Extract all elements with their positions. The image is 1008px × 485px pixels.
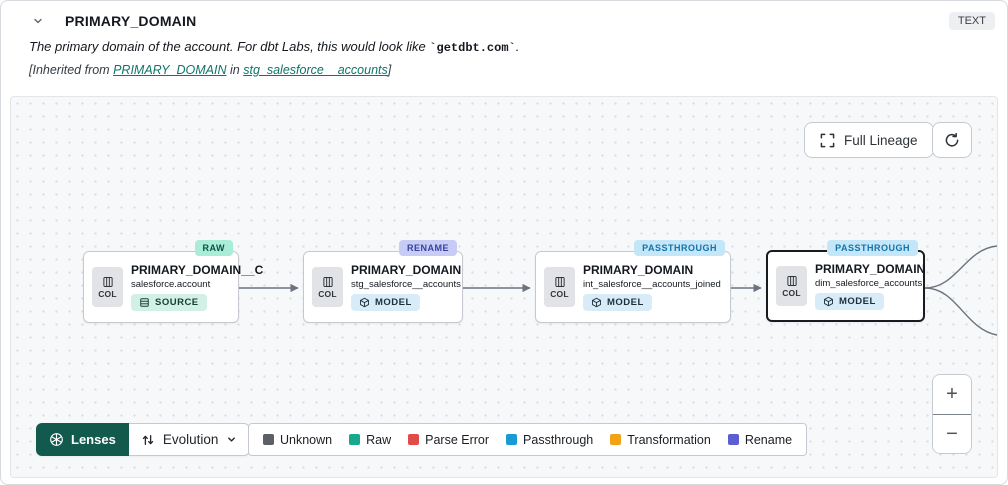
chevron-down-icon (226, 434, 237, 445)
lineage-canvas[interactable]: Full Lineage RAW COL PRIMARY_DOMAIN__C s… (10, 96, 998, 478)
legend-item-passthrough: Passthrough (506, 433, 593, 447)
inherited-column-link[interactable]: PRIMARY_DOMAIN (113, 63, 227, 77)
column-type-box: COL (544, 267, 575, 307)
inherited-from-line: [Inherited from PRIMARY_DOMAIN in stg_sa… (29, 63, 392, 77)
inherited-model-link[interactable]: stg_salesforce__accounts (243, 63, 388, 77)
evolution-badge: RENAME (398, 240, 457, 256)
lineage-node-dim-selected[interactable]: PASSTHROUGH COL PRIMARY_DOMAIN dim_sales… (766, 240, 926, 322)
column-icon (786, 275, 797, 286)
resource-badge: MODEL (351, 294, 420, 311)
evolution-legend: Unknown Raw Parse Error Passthrough Tran… (248, 423, 808, 456)
lineage-node-staging[interactable]: RENAME COL PRIMARY_DOMAIN stg_salesforce… (303, 240, 463, 323)
resource-badge: MODEL (815, 293, 884, 310)
lineage-edges (239, 245, 997, 336)
node-subtitle: dim_salesforce_accounts (815, 278, 923, 289)
model-icon (824, 296, 833, 307)
lenses-button[interactable]: Lenses (36, 423, 129, 456)
legend-swatch (610, 434, 622, 445)
node-title: PRIMARY_DOMAIN (815, 262, 926, 276)
column-description: The primary domain of the account. For d… (29, 39, 520, 55)
refresh-icon (944, 132, 960, 148)
node-title: PRIMARY_DOMAIN (583, 263, 694, 277)
node-title: PRIMARY_DOMAIN__C (131, 263, 264, 277)
fullscreen-icon (820, 133, 835, 148)
legend-swatch (408, 434, 420, 445)
full-lineage-button[interactable]: Full Lineage (804, 122, 934, 158)
legend-swatch (263, 434, 274, 445)
column-icon (554, 276, 565, 287)
column-icon (322, 276, 333, 287)
column-type-box: COL (776, 266, 807, 306)
node-subtitle: int_salesforce__accounts_joined (583, 279, 721, 290)
legend-item-rename: Rename (727, 433, 792, 447)
model-icon (592, 297, 601, 308)
aperture-icon (49, 432, 64, 447)
full-lineage-label: Full Lineage (844, 132, 918, 148)
lens-selected-label: Evolution (162, 432, 219, 447)
lenses-toolbar: Lenses Evolution (36, 423, 251, 456)
column-type-box: COL (92, 267, 123, 307)
legend-swatch (349, 434, 361, 445)
lineage-node-source[interactable]: RAW COL PRIMARY_DOMAIN__C salesforce.acc… (83, 240, 263, 323)
legend-swatch (506, 434, 518, 445)
column-icon (102, 276, 113, 287)
column-type-box: COL (312, 267, 343, 307)
evolution-icon (141, 433, 155, 447)
zoom-out-button[interactable]: − (933, 414, 971, 453)
refresh-button[interactable] (932, 122, 972, 158)
lenses-label: Lenses (71, 432, 116, 447)
legend-swatch (727, 434, 739, 445)
legend-item-unknown: Unknown (263, 433, 332, 447)
lineage-node-intermediate[interactable]: PASSTHROUGH COL PRIMARY_DOMAIN int_sales… (535, 240, 731, 323)
zoom-controls: + − (932, 374, 972, 454)
node-title: PRIMARY_DOMAIN (351, 263, 462, 277)
column-header: PRIMARY_DOMAIN TEXT The primary domain o… (1, 1, 1007, 77)
evolution-badge: PASSTHROUGH (634, 240, 725, 256)
legend-item-raw: Raw (349, 433, 391, 447)
source-icon (140, 298, 149, 307)
resource-badge: SOURCE (131, 294, 207, 311)
column-type-badge: TEXT (948, 12, 995, 30)
lens-dropdown[interactable]: Evolution (128, 423, 251, 456)
evolution-badge: PASSTHROUGH (827, 240, 918, 256)
legend-item-parse-error: Parse Error (408, 433, 489, 447)
node-subtitle: salesforce.account (131, 279, 211, 290)
resource-badge: MODEL (583, 294, 652, 311)
node-subtitle: stg_salesforce__accounts (351, 279, 461, 290)
inline-code: `getdbt.com` (429, 41, 516, 55)
evolution-badge: RAW (194, 240, 233, 256)
legend-item-transformation: Transformation (610, 433, 711, 447)
model-icon (360, 297, 369, 308)
collapse-chevron-icon[interactable] (29, 12, 47, 30)
page-title: PRIMARY_DOMAIN (65, 13, 197, 29)
zoom-in-button[interactable]: + (933, 375, 971, 414)
